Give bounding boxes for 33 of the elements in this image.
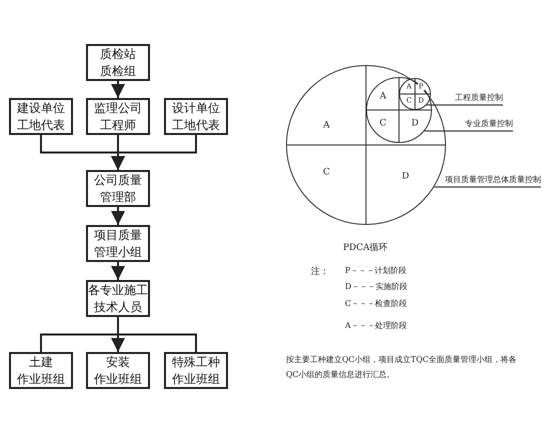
arrow: [111, 135, 197, 170]
arrow: [111, 262, 125, 280]
arrow: [111, 81, 125, 98]
note-text: 按主要工种建立QC小组，项目成立TQC全面质量管理小组，将各QC小组的质量信息进行汇总。: [286, 354, 518, 381]
org-box: 设计单位 工地代表: [164, 98, 228, 135]
leader-line: [434, 186, 542, 188]
org-box: 建设单位 工地代表: [9, 98, 73, 135]
org-box: 项目质量 管理小组: [86, 225, 150, 262]
callout-text: 工程质量控制: [455, 92, 503, 103]
legend-text: C－－－检查阶段: [345, 298, 408, 309]
legend-text: P－－－计划阶段: [345, 265, 406, 276]
leader-line: [424, 130, 514, 132]
quadrant-letter: C: [322, 168, 331, 178]
org-box: 质检站 质检组: [86, 44, 150, 81]
legend-text: D－－－实施阶段: [345, 281, 408, 292]
org-box: 土建 作业班组: [9, 352, 73, 389]
note-label: 注：: [311, 266, 329, 278]
org-box: 监理公司 工程师: [86, 98, 150, 135]
legend-text: A－－－处理阶段: [345, 320, 407, 331]
org-box: 安装 作业班组: [86, 352, 150, 389]
callout-text: 专业质量控制: [465, 118, 513, 129]
pdca-circle: [399, 78, 431, 110]
org-box: 各专业施工 技术人员: [86, 280, 150, 317]
org-box: 公司质量 管理部: [86, 170, 150, 207]
pdca-circle: [286, 65, 446, 225]
arrow: [111, 207, 125, 225]
quadrant-letter: C: [378, 120, 388, 129]
leader-line: [426, 104, 504, 106]
callout-text: 项目质量管理总体质量控制: [445, 174, 541, 185]
diagram-caption: PDCA循环: [343, 242, 388, 254]
quadrant-letter: D: [400, 172, 410, 182]
org-box: 特殊工种 作业班组: [164, 352, 228, 389]
pdca-circle: [366, 77, 432, 143]
